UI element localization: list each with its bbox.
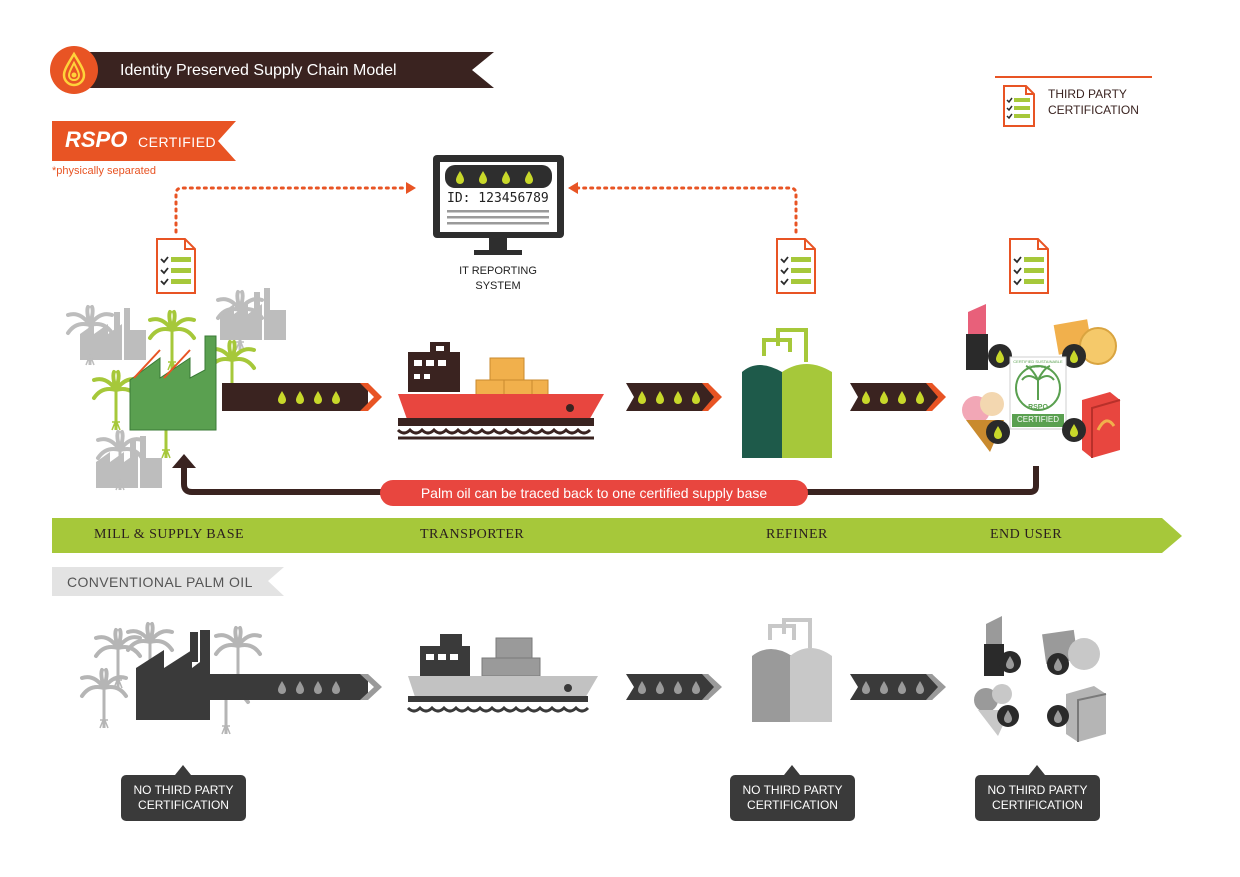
- stage-bar: [52, 518, 1182, 553]
- conventional-banner: [52, 567, 284, 596]
- trace-caption: Palm oil can be traced back to one certi…: [380, 480, 808, 506]
- nocert-pointer: [1029, 765, 1045, 775]
- nocert-line2: CERTIFICATION: [992, 798, 1083, 812]
- stage-transporter: TRANSPORTER: [420, 527, 525, 542]
- rspo-logo-ring-text: CERTIFIED SUSTAINABLE PALM OIL: [1013, 359, 1063, 369]
- rspo-logo-badge: CERTIFIED: [1016, 415, 1060, 424]
- oil-drop-flame-icon: [50, 46, 98, 94]
- conventional-flow-arrow-2: [626, 674, 722, 700]
- conventional-end-user-products: [974, 616, 1107, 742]
- nocert-pointer: [784, 765, 800, 775]
- it-id-text: ID: 123456789: [447, 191, 549, 206]
- stage-end-user: END USER: [990, 527, 1063, 542]
- legend-label-line1: THIRD PARTY: [1048, 87, 1127, 101]
- no-certification-box-end-user: NO THIRD PARTY CERTIFICATION: [975, 775, 1100, 821]
- end-user-products: [962, 304, 1121, 458]
- conventional-refinery-illustration: [752, 618, 832, 722]
- refinery-illustration: [742, 328, 832, 458]
- conventional-label: CONVENTIONAL PALM OIL: [67, 574, 253, 590]
- no-certification-box-refiner: NO THIRD PARTY CERTIFICATION: [730, 775, 855, 821]
- rspo-label: RSPO: [65, 127, 128, 152]
- page-title: Identity Preserved Supply Chain Model: [120, 62, 397, 79]
- nocert-line2: CERTIFICATION: [747, 798, 838, 812]
- stage-refiner: REFINER: [766, 527, 828, 542]
- it-reporting-label: IT REPORTING SYSTEM: [433, 264, 563, 294]
- nocert-line1: NO THIRD PARTY: [133, 783, 234, 797]
- physically-separated-note: *physically separated: [52, 165, 156, 177]
- stage-mill: MILL & SUPPLY BASE: [94, 527, 245, 542]
- it-label-line1: IT REPORTING: [459, 265, 537, 277]
- flow-arrow-3: [850, 383, 946, 411]
- no-certification-box-mill: NO THIRD PARTY CERTIFICATION: [121, 775, 246, 821]
- certified-label: CERTIFIED: [138, 134, 217, 150]
- nocert-line1: NO THIRD PARTY: [742, 783, 843, 797]
- flow-arrow-2: [626, 383, 722, 411]
- ship-illustration: [396, 342, 604, 440]
- legend-label: THIRD PARTY CERTIFICATION: [1048, 86, 1139, 118]
- rspo-logo-brand: RSPO: [1028, 404, 1048, 411]
- conventional-ship-illustration: [406, 634, 598, 713]
- legend-label-line2: CERTIFICATION: [1048, 103, 1139, 117]
- it-label-line2: SYSTEM: [475, 280, 521, 292]
- monitor-icon: [433, 155, 564, 255]
- conventional-flow-arrow-3: [850, 674, 946, 700]
- checklist-document-icon: [1003, 85, 1035, 127]
- nocert-pointer: [175, 765, 191, 775]
- legend-divider: [995, 76, 1152, 78]
- nocert-line2: CERTIFICATION: [138, 798, 229, 812]
- rspo-certified-banner: [52, 121, 236, 161]
- conventional-flow-arrow-1: [210, 674, 382, 700]
- flow-arrow-1: [222, 383, 382, 411]
- title-banner: [84, 52, 494, 88]
- nocert-line1: NO THIRD PARTY: [987, 783, 1088, 797]
